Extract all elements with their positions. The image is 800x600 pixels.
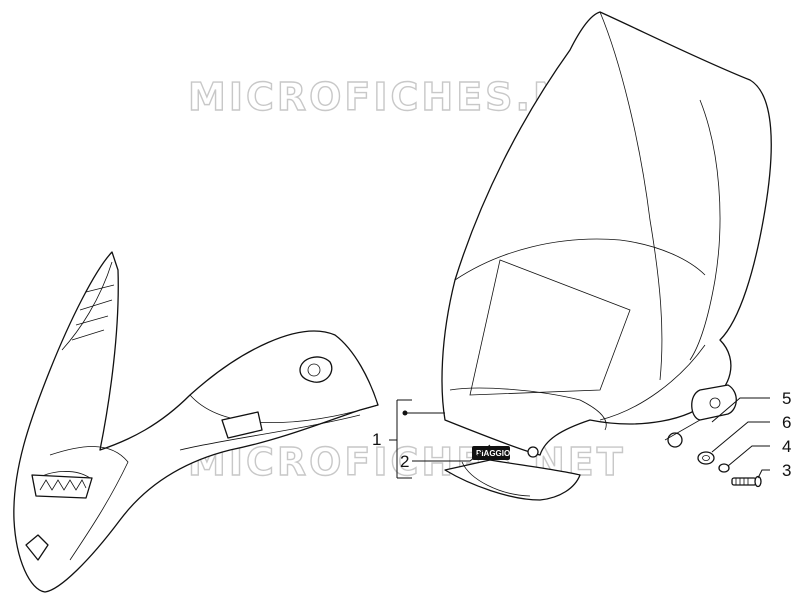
hardware-parts [697,451,762,488]
logo-badge [472,446,510,460]
front-shield-part [13,251,379,593]
callout-4-label: 4 [782,437,791,456]
washer-part [718,463,730,473]
callout-leaders [389,397,770,479]
logo-badge-text: PIAGGIO [476,449,510,458]
screw-part [731,475,762,488]
callout-3-label: 3 [782,461,791,480]
callout-6-label: 6 [782,413,791,432]
front-mudguard-part: PIAGGIO [441,11,772,501]
callout-2-label: 2 [400,452,409,471]
spacer-part [697,451,715,465]
callout-5-label: 5 [782,389,791,408]
callout-1-label: 1 [372,430,381,449]
